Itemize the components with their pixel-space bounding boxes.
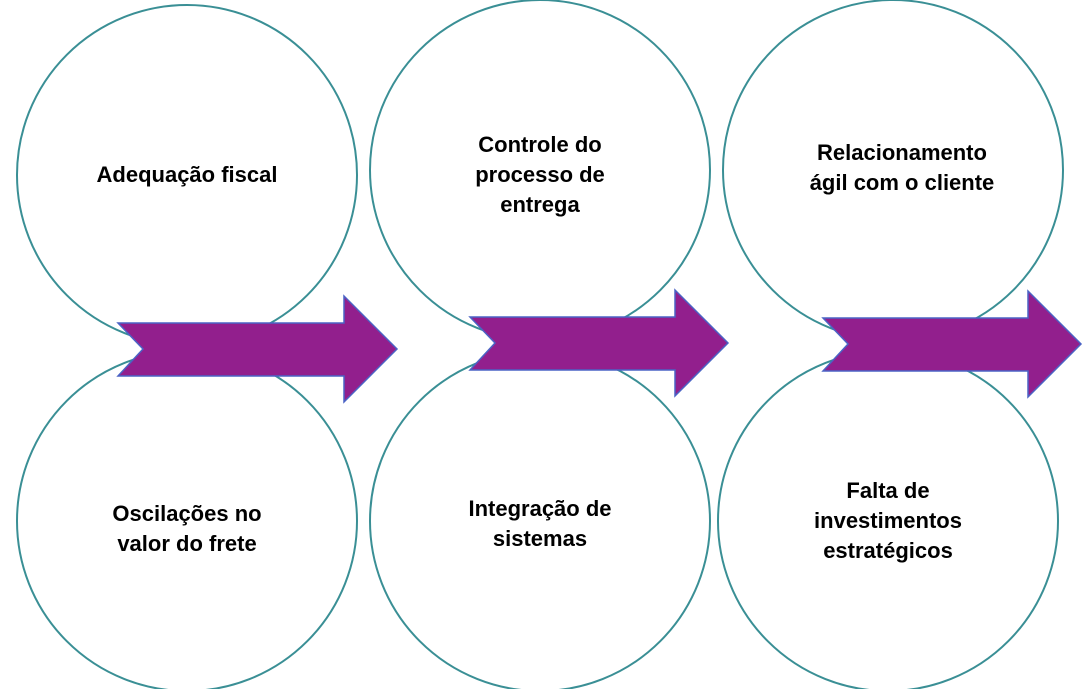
label-relacionamento-agil: Relacionamento ágil com o cliente (809, 140, 995, 195)
label-controle-processo-entrega: Controle do processo de entrega (475, 132, 605, 217)
label-falta-investimentos: Falta de investimentos estratégicos (814, 478, 962, 563)
arrow-1 (116, 294, 399, 404)
arrow-3 (821, 289, 1083, 399)
label-oscilacoes-frete: Oscilações no valor do frete (112, 501, 262, 556)
label-adequacao-fiscal: Adequação fiscal (96, 162, 278, 187)
label-integracao-sistemas: Integração de sistemas (468, 496, 612, 551)
arrow-2 (468, 288, 730, 398)
